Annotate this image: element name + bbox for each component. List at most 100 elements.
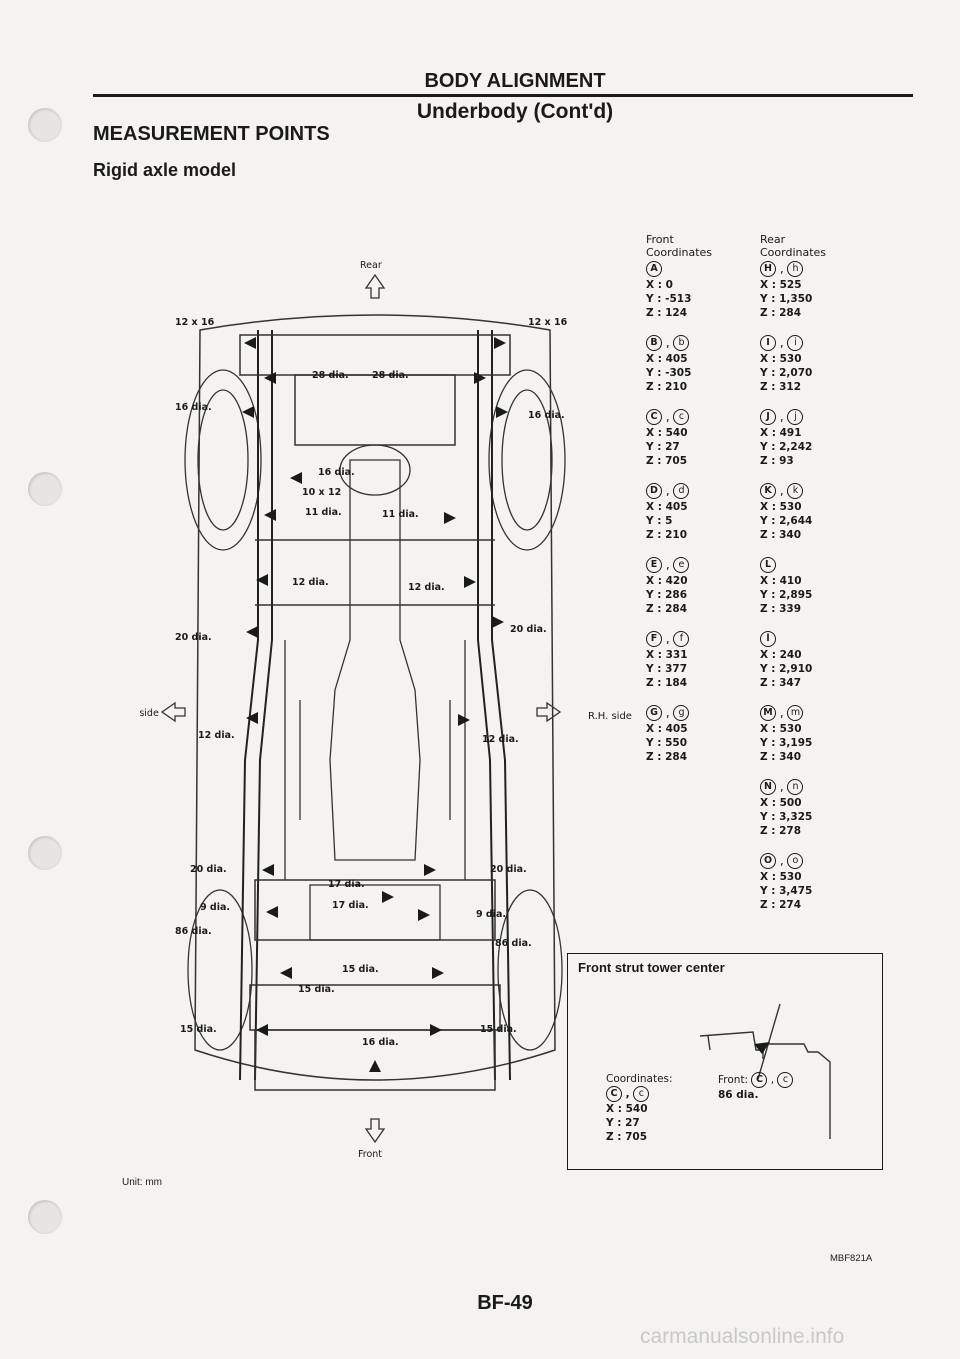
binder-hole [28, 108, 62, 142]
callout-m-left: 16 dia. [175, 402, 212, 413]
coord-point-label: E , e [646, 557, 712, 573]
coord-point-label: I , i [760, 335, 826, 351]
coord-point-label: l [760, 631, 826, 647]
coord-x: X : 530 [760, 871, 802, 883]
coord-z: Z : 340 [760, 529, 802, 541]
drivetrain [284, 444, 466, 941]
point-circle: N [760, 779, 776, 795]
coord-y: Y : 377 [646, 663, 688, 675]
coord-point-label: N , n [760, 779, 826, 795]
strut-front: Front: C , c 86 dia. [718, 1072, 794, 1102]
callout-d-right: 15 dia. [298, 984, 335, 995]
point-circle: H [760, 261, 776, 277]
binder-hole [28, 1200, 62, 1234]
coord-z: Z : 284 [646, 603, 688, 615]
header-subtitle: Underbody (Cont'd) [416, 100, 614, 123]
coord-point-label: O , o [760, 853, 826, 869]
strut-point-label: C , c [606, 1086, 673, 1102]
strut-front-small-circle: c [777, 1072, 794, 1088]
point-small-circle: g [673, 705, 690, 721]
callout-c-right: 86 dia. [495, 938, 532, 949]
frame-rails [239, 330, 511, 1081]
callout-l-small: 10 x 12 [302, 487, 341, 498]
strut-front-circle: C [751, 1072, 768, 1088]
rear-label: Rear [360, 260, 382, 271]
coord-z: Z : 93 [760, 455, 794, 467]
point-circle: I [760, 335, 776, 351]
point-small-circle: i [787, 335, 804, 351]
coord-y: Y : 2,644 [760, 515, 813, 527]
rear-header-2: Coordinates [760, 246, 827, 259]
front-label: Front [358, 1149, 382, 1160]
callout-n-left: 28 dia. [312, 370, 349, 381]
coord-y: Y : 2,070 [760, 367, 813, 379]
point-circle: F [646, 631, 662, 647]
coord-point-label: L [760, 557, 826, 573]
coord-point-label: F , f [646, 631, 712, 647]
coord-z: Z : 284 [646, 751, 688, 763]
point-circle: G [646, 705, 662, 721]
rear-wheels [184, 369, 566, 551]
coord-y: Y : 3,475 [760, 885, 813, 897]
coord-point-label: G , g [646, 705, 712, 721]
coord-point-label: D , d [646, 483, 712, 499]
binder-hole [28, 472, 62, 506]
strut-marker [754, 1042, 770, 1054]
coord-x: X : 530 [760, 501, 802, 513]
coord-z: Z : 340 [760, 751, 802, 763]
coord-y: Y : 5 [646, 515, 673, 527]
callout-c-left: 86 dia. [175, 926, 212, 937]
callout-d-left: 15 dia. [342, 964, 379, 975]
callout-j-left: 12 dia. [292, 577, 329, 588]
callout-g-left: 20 dia. [190, 864, 227, 875]
coord-x: X : 540 [646, 427, 688, 439]
coord-x: X : 530 [760, 353, 802, 365]
point-small-circle: e [673, 557, 690, 573]
coord-x: X : 525 [760, 279, 802, 291]
coord-z: Z : 347 [760, 677, 802, 689]
callout-e-left: 9 dia. [200, 902, 230, 913]
point-small-circle: n [787, 779, 804, 795]
strut-point-circle: C [606, 1086, 622, 1102]
coord-z: Z : 284 [760, 307, 802, 319]
callout-j-right: 12 dia. [408, 582, 445, 593]
watermark: carmanualsonline.info [640, 1325, 845, 1348]
callout-h-right: 12 dia. [482, 734, 519, 745]
point-small-circle: c [673, 409, 690, 425]
callout-g-right: 20 dia. [490, 864, 527, 875]
callout-o-right: 12 x 16 [528, 317, 568, 328]
coord-x: X : 491 [760, 427, 802, 439]
strut-tower-panel: Front strut tower center Coordinates: C … [567, 953, 883, 1170]
point-circle: K [760, 483, 776, 499]
point-small-circle: h [787, 261, 804, 277]
coord-y: Y : 2,895 [760, 589, 813, 601]
rear-header-1: Rear [760, 233, 786, 246]
strut-title: Front strut tower center [578, 960, 725, 975]
strut-coords-label: Coordinates: [606, 1073, 673, 1085]
callout-h-left: 12 dia. [198, 730, 235, 741]
coord-y: Y : 550 [646, 737, 688, 749]
coord-x: X : 530 [760, 723, 802, 735]
callout-i-left: 20 dia. [175, 632, 212, 643]
callout-markers [242, 337, 508, 1072]
point-small-circle: j [787, 409, 804, 425]
callout-n-right: 28 dia. [372, 370, 409, 381]
coord-z: Z : 278 [760, 825, 802, 837]
coord-x: X : 240 [760, 649, 802, 661]
coord-x: X : 405 [646, 353, 688, 365]
page-number: BF-49 [477, 1292, 533, 1314]
coord-y: Y : 3,195 [760, 737, 813, 749]
point-circle: A [646, 261, 662, 277]
coord-point-label: A [646, 261, 712, 277]
callout-b-right: 15 dia. [480, 1024, 517, 1035]
